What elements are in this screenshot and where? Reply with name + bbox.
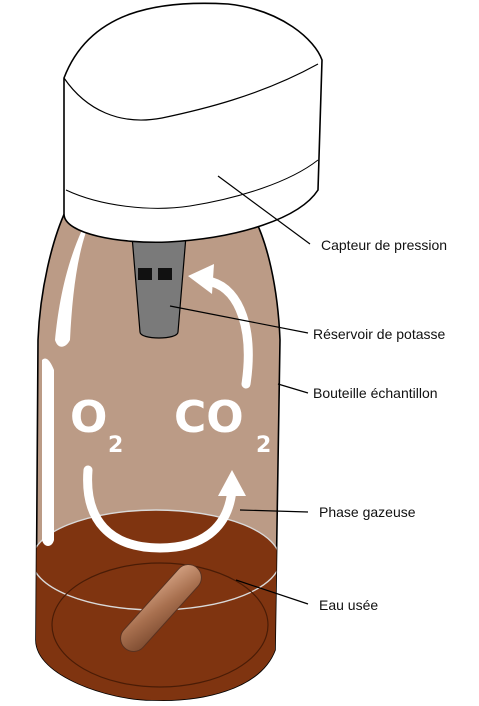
label-potash-reservoir: Réservoir de potasse	[313, 326, 446, 342]
leader-sample-bottle	[278, 384, 308, 393]
label-gas-phase: Phase gazeuse	[319, 504, 416, 520]
callout-labels: Capteur de pression Réservoir de potasse…	[313, 237, 447, 613]
bottle-highlight-lower	[42, 358, 54, 546]
pressure-sensor	[64, 3, 322, 242]
reservoir-slot-left	[138, 268, 152, 280]
co2-main-text: CO	[174, 392, 244, 443]
label-pressure-sensor: Capteur de pression	[321, 237, 447, 253]
reservoir-slot-right	[158, 268, 172, 280]
co2-subscript: 2	[256, 433, 271, 458]
o2-subscript: 2	[108, 433, 123, 458]
label-sample-bottle: Bouteille échantillon	[313, 385, 438, 401]
o2-main-text: O	[70, 392, 107, 443]
potash-reservoir	[132, 236, 186, 338]
label-waste-water: Eau usée	[319, 597, 378, 613]
